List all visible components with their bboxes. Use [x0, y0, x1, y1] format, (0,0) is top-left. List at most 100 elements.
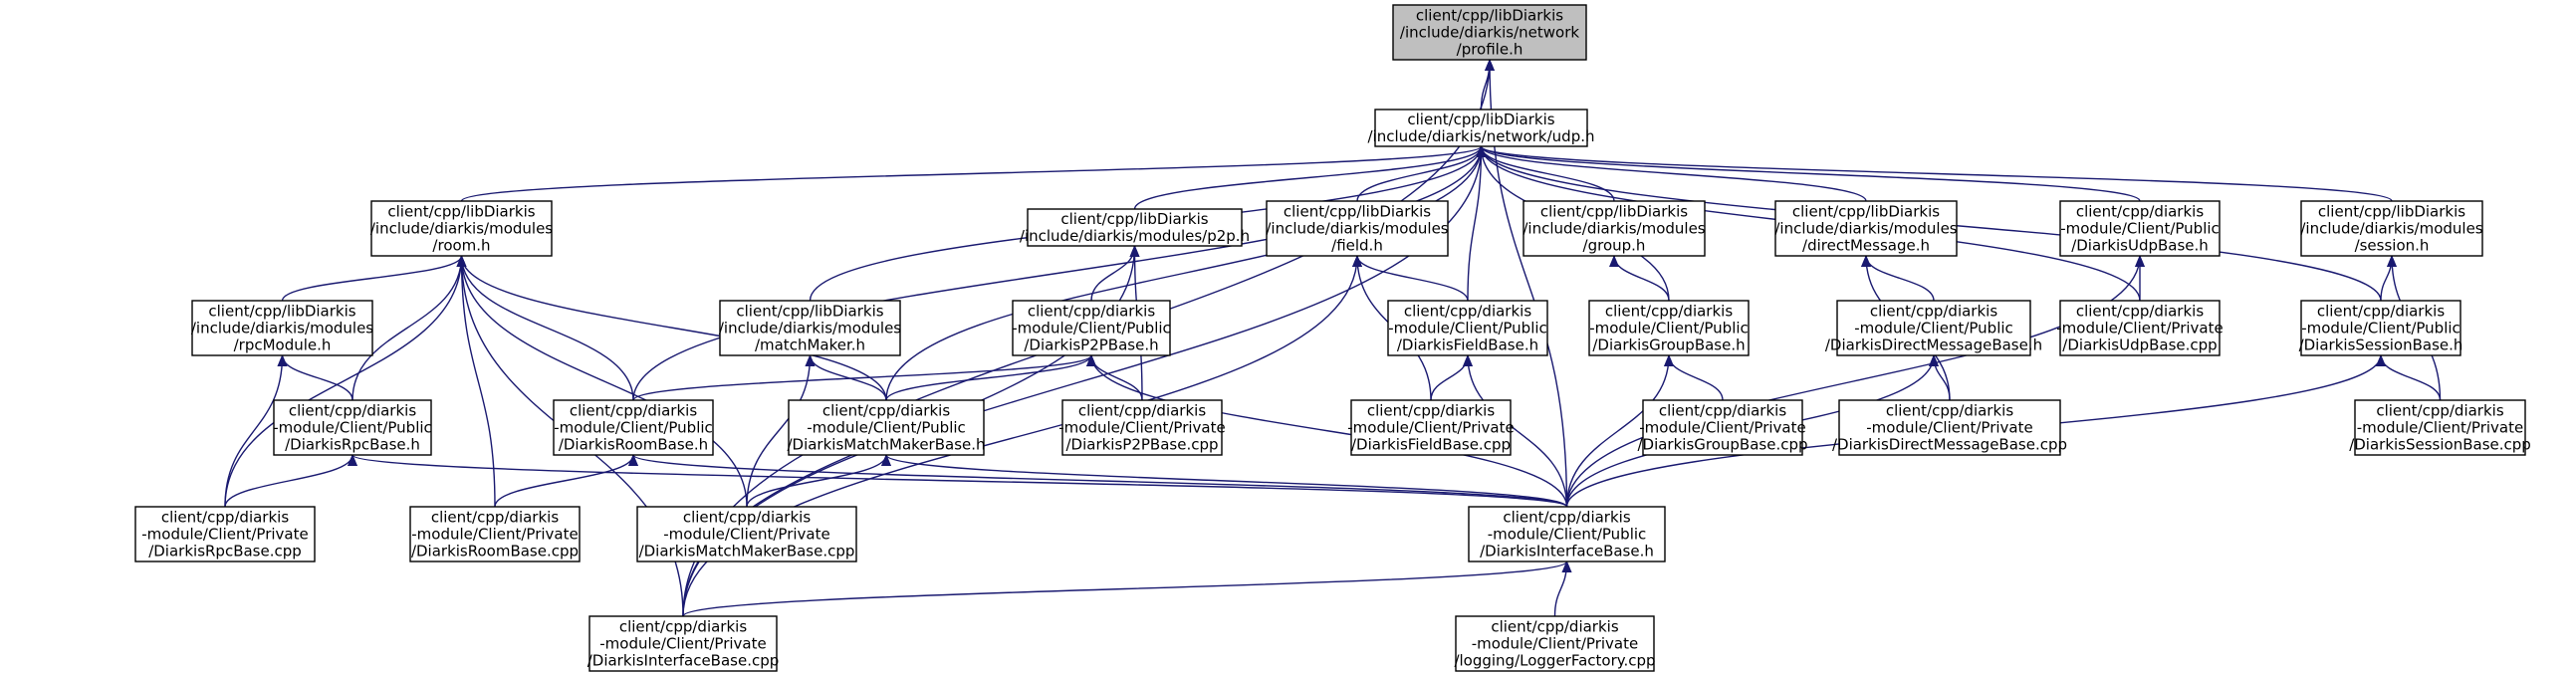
edge-roombase-to-udp — [632, 145, 1487, 401]
node-dmbase-label-line: -module/Client/Public — [1854, 320, 2013, 337]
node-ifbase[interactable]: client/cpp/diarkis-module/Client/Public/… — [1468, 506, 1666, 562]
node-rpc-label-line: client/cpp/libDiarkis — [208, 303, 355, 321]
node-mmcpp-label-line: -module/Client/Private — [663, 526, 829, 544]
node-group[interactable]: client/cpp/libDiarkis/include/diarkis/mo… — [1522, 200, 1706, 257]
node-rpcbase-label-line: /DiarkisRpcBase.h — [285, 436, 420, 454]
node-mm-box — [719, 300, 901, 356]
node-logger-label-line: /logging/LoggerFactory.cpp — [1454, 652, 1655, 670]
node-p2p-label-line: /include/diarkis/modules/p2p.h — [1020, 227, 1250, 245]
node-session[interactable]: client/cpp/libDiarkis/include/diarkis/mo… — [2300, 200, 2483, 257]
node-room[interactable]: client/cpp/libDiarkis/include/diarkis/mo… — [370, 200, 553, 257]
node-mm-label-line: /matchMaker.h — [755, 336, 865, 354]
node-p2pbase[interactable]: client/cpp/diarkis-module/Client/Public/… — [1012, 300, 1171, 356]
node-sesscpp-label-line: -module/Client/Private — [2357, 419, 2523, 437]
node-roombase-label-line: -module/Client/Public — [554, 419, 713, 437]
node-udpbase-label-line: -module/Client/Public — [2060, 220, 2220, 238]
node-room-label-line: /room.h — [432, 237, 490, 255]
node-udpbase-label-line: client/cpp/diarkis — [2076, 203, 2204, 221]
node-field[interactable]: client/cpp/libDiarkis/include/diarkis/mo… — [1266, 200, 1449, 257]
node-sessbase-label-line: -module/Client/Public — [2301, 320, 2460, 337]
node-rpccpp-label-line: -module/Client/Private — [141, 526, 308, 544]
node-logger[interactable]: client/cpp/diarkis-module/Client/Private… — [1454, 615, 1656, 672]
node-dm-box — [1774, 200, 1958, 257]
edge-p2pcpp-to-p2pbase — [1086, 354, 1143, 401]
node-rpccpp[interactable]: client/cpp/diarkis-module/Client/Private… — [134, 506, 316, 562]
node-ifcpp-label-line: client/cpp/diarkis — [619, 618, 747, 636]
node-logger-label-line: client/cpp/diarkis — [1491, 618, 1618, 636]
node-mmcpp[interactable]: client/cpp/diarkis-module/Client/Private… — [636, 506, 857, 562]
node-mm[interactable]: client/cpp/libDiarkis/include/diarkis/mo… — [719, 300, 901, 356]
node-mm-label-line: client/cpp/libDiarkis — [736, 303, 883, 321]
node-dmbase-box — [1836, 300, 2031, 356]
node-groupcpp[interactable]: client/cpp/diarkis-module/Client/Private… — [1637, 399, 1808, 456]
node-field-label-line: client/cpp/libDiarkis — [1284, 203, 1431, 221]
node-fieldcpp[interactable]: client/cpp/diarkis-module/Client/Private… — [1347, 399, 1515, 456]
node-fieldbase[interactable]: client/cpp/diarkis-module/Client/Public/… — [1387, 300, 1548, 356]
edge-ifbase-to-roombase — [628, 454, 1568, 508]
node-dmbase[interactable]: client/cpp/diarkis-module/Client/Public/… — [1825, 300, 2042, 356]
node-groupbase-label-line: /DiarkisGroupBase.h — [1592, 336, 1745, 354]
node-fieldcpp-box — [1350, 399, 1512, 456]
node-field-label-line: /field.h — [1331, 237, 1383, 255]
node-udpcpp-box — [2059, 300, 2221, 356]
node-sesscpp-label-line: client/cpp/diarkis — [2376, 402, 2503, 420]
edge-ifbase-to-p2pbase — [1086, 354, 1568, 508]
node-fieldbase-label-line: /DiarkisFieldBase.h — [1397, 336, 1538, 354]
node-roomcpp-label-line: -module/Client/Private — [411, 526, 578, 544]
node-roombase-label-line: /DiarkisRoomBase.h — [559, 436, 708, 454]
node-mmbase[interactable]: client/cpp/diarkis-module/Client/Public/… — [787, 399, 986, 456]
node-roomcpp[interactable]: client/cpp/diarkis-module/Client/Private… — [409, 506, 581, 562]
node-udpbase-box — [2059, 200, 2221, 257]
node-ifbase-box — [1468, 506, 1666, 562]
node-dm[interactable]: client/cpp/libDiarkis/include/diarkis/mo… — [1774, 200, 1958, 257]
node-profile-label-line: /include/diarkis/network — [1400, 24, 1579, 42]
node-fieldbase-label-line: client/cpp/diarkis — [1404, 303, 1531, 321]
node-profile-box — [1392, 4, 1587, 61]
node-logger-box — [1455, 615, 1655, 672]
node-room-box — [370, 200, 553, 257]
edge-groupcpp-to-groupbase — [1664, 354, 1724, 401]
edge-fieldbase-to-field — [1352, 255, 1469, 302]
node-session-box — [2300, 200, 2483, 257]
edge-sessbase-to-session — [2380, 255, 2397, 302]
node-room-label-line: /include/diarkis/modules — [370, 220, 553, 238]
node-sessbase-label-line: client/cpp/diarkis — [2317, 303, 2445, 321]
node-group-box — [1522, 200, 1706, 257]
node-roombase[interactable]: client/cpp/diarkis-module/Client/Public/… — [553, 399, 714, 456]
node-p2pcpp-label-line: client/cpp/diarkis — [1078, 402, 1206, 420]
node-sessbase[interactable]: client/cpp/diarkis-module/Client/Public/… — [2299, 300, 2463, 356]
node-profile[interactable]: client/cpp/libDiarkis/include/diarkis/ne… — [1392, 4, 1587, 61]
node-rpcbase[interactable]: client/cpp/diarkis-module/Client/Public/… — [273, 399, 432, 456]
node-p2pcpp[interactable]: client/cpp/diarkis-module/Client/Private… — [1058, 399, 1226, 456]
node-rpc[interactable]: client/cpp/libDiarkis/include/diarkis/mo… — [191, 300, 373, 356]
node-roomcpp-label-line: client/cpp/diarkis — [431, 509, 559, 527]
node-p2pbase-label-line: -module/Client/Public — [1012, 320, 1171, 337]
node-p2p-label-line: client/cpp/libDiarkis — [1060, 210, 1208, 228]
edge-ifbase-to-groupbase — [1565, 354, 1674, 508]
node-dmbase-label-line: /DiarkisDirectMessageBase.h — [1825, 336, 2042, 354]
node-dmbase-label-line: client/cpp/diarkis — [1870, 303, 1997, 321]
node-room-label-line: client/cpp/libDiarkis — [387, 203, 535, 221]
node-dmcpp[interactable]: client/cpp/diarkis-module/Client/Private… — [1832, 399, 2067, 456]
node-udp-box — [1374, 109, 1588, 147]
node-fieldcpp-label-line: /DiarkisFieldBase.cpp — [1351, 436, 1511, 454]
node-ifcpp[interactable]: client/cpp/diarkis-module/Client/Private… — [587, 615, 780, 672]
node-mmbase-label-line: -module/Client/Public — [807, 419, 966, 437]
node-udpcpp-label-line: /DiarkisUdpBase.cpp — [2062, 336, 2217, 354]
node-udp-label-line: /include/diarkis/network/udp.h — [1367, 127, 1594, 145]
node-udp-label-line: client/cpp/libDiarkis — [1407, 111, 1554, 128]
node-udpcpp-label-line: client/cpp/diarkis — [2076, 303, 2204, 321]
node-sesscpp[interactable]: client/cpp/diarkis-module/Client/Private… — [2349, 399, 2531, 456]
node-udpbase[interactable]: client/cpp/diarkis-module/Client/Public/… — [2059, 200, 2221, 257]
node-group-label-line: /include/diarkis/modules — [1522, 220, 1705, 238]
node-udpcpp[interactable]: client/cpp/diarkis-module/Client/Private… — [2056, 300, 2224, 356]
edge-roomcpp-to-room — [456, 255, 496, 508]
node-udp[interactable]: client/cpp/libDiarkis/include/diarkis/ne… — [1367, 109, 1595, 147]
edge-udpbase-to-udp — [1476, 145, 2141, 202]
node-groupbase[interactable]: client/cpp/diarkis-module/Client/Public/… — [1588, 300, 1750, 356]
edge-session-to-udp — [1476, 145, 2393, 202]
node-p2p[interactable]: client/cpp/libDiarkis/include/diarkis/mo… — [1020, 208, 1250, 247]
node-groupbase-label-line: client/cpp/diarkis — [1605, 303, 1733, 321]
node-profile-label-line: /profile.h — [1457, 41, 1523, 59]
